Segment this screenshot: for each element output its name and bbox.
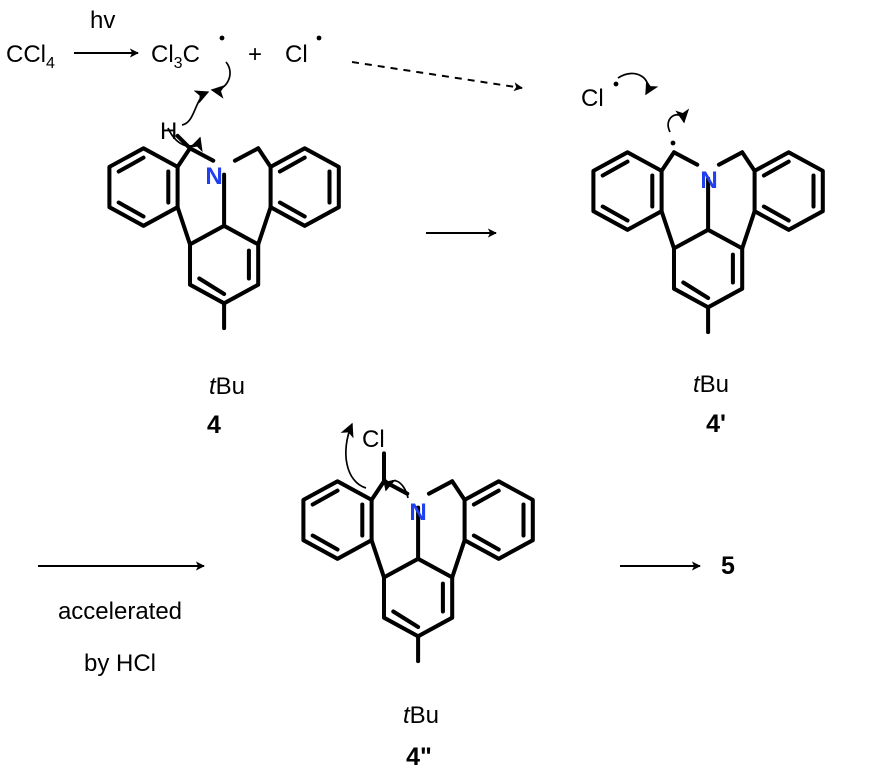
condition-line-1: accelerated (58, 598, 182, 625)
chlorine-label: Cl (362, 426, 385, 453)
radical-dot (670, 140, 676, 146)
dashed-arrow (351, 61, 523, 92)
condition-line-2: by HCl (84, 650, 156, 677)
hydrogen-label: H (160, 118, 177, 145)
nitrogen-label: N (700, 167, 717, 194)
radical-dot (613, 81, 619, 87)
radical-dot (316, 35, 322, 41)
tbu-label: tBu (403, 702, 439, 729)
chlorine-radical-label: Cl (581, 85, 604, 112)
hv-label: hv (90, 7, 115, 34)
ccl4-reactant: CCl4 (6, 41, 55, 72)
radical-arrow (181, 90, 210, 126)
compound-4-skeleton (109, 133, 338, 328)
radical-arrow (167, 127, 203, 153)
radical-arrow (617, 72, 659, 96)
radical-arrow (210, 61, 231, 99)
product-label: 5 (721, 552, 735, 580)
trichloromethyl-radical: Cl3C (151, 41, 200, 72)
radical-arrow (667, 108, 690, 133)
compound-4pp-label: 4" (406, 743, 432, 771)
tbu-label: tBu (209, 373, 245, 400)
nitrogen-label: N (205, 163, 222, 190)
electron-arrow (340, 422, 367, 489)
chlorine-radical-label: Cl (285, 41, 308, 68)
compound-4pp-skeleton (303, 451, 532, 661)
tbu-label: tBu (693, 371, 729, 398)
nitrogen-label: N (409, 499, 426, 526)
compound-4p-label: 4' (706, 410, 726, 438)
compound-4-label: 4 (207, 411, 221, 439)
plus-sign: + (248, 41, 262, 68)
electron-arrow (382, 476, 409, 499)
radical-dot (219, 35, 225, 41)
